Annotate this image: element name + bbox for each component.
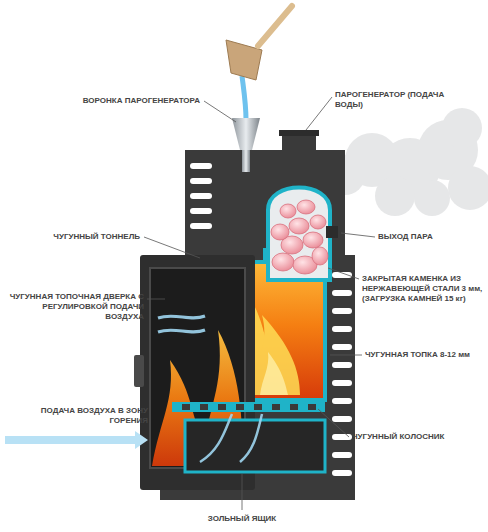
part-label: ЧУГУННЫЙ ТОННЕЛЬ bbox=[20, 232, 140, 242]
part-label: ЧУГУННЫЙ КОЛОСНИК bbox=[352, 432, 482, 442]
part-label: ПОДАЧА ВОЗДУХА В ЗОНУ ГОРЕНИЯ bbox=[40, 406, 148, 426]
part-label: ВОРОНКА ПАРОГЕНЕРАТОРА bbox=[40, 96, 200, 106]
part-label: ЧУГУННАЯ ТОПОЧНАЯ ДВЕРКА С РЕГУЛИРОВКОЙ … bbox=[3, 292, 144, 322]
part-label: ЗАКРЫТАЯ КАМЕНКА ИЗ НЕРЖАВЕЮЩЕЙ СТАЛИ 3 … bbox=[362, 274, 484, 304]
part-label: ЧУГУННАЯ ТОПКА 8-12 мм bbox=[365, 350, 483, 360]
part-label: ВЫХОД ПАРА bbox=[378, 232, 478, 242]
part-label: ПАРОГЕНЕРАТОР (ПОДАЧА ВОДЫ) bbox=[335, 90, 445, 110]
part-label: ЗОЛЬНЫЙ ЯЩИК bbox=[180, 514, 304, 524]
